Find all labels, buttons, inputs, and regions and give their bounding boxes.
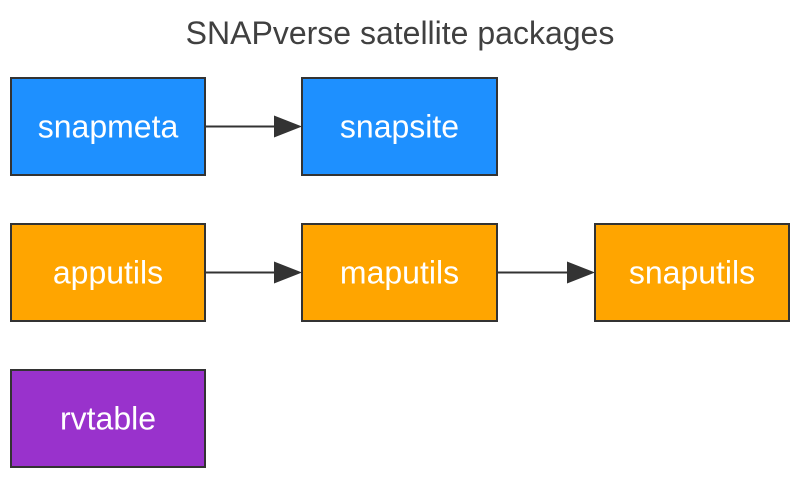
node-snapmeta: snapmeta <box>10 77 206 176</box>
node-label-snapmeta: snapmeta <box>38 109 179 145</box>
node-rvtable: rvtable <box>10 369 206 468</box>
node-snapsite: snapsite <box>301 77 498 176</box>
node-label-rvtable: rvtable <box>60 401 156 437</box>
node-label-snapsite: snapsite <box>340 109 459 145</box>
node-label-maputils: maputils <box>340 255 459 291</box>
node-apputils: apputils <box>10 223 206 322</box>
node-box-rvtable <box>10 369 206 468</box>
node-box-maputils <box>301 223 498 322</box>
node-box-snapsite <box>301 77 498 176</box>
node-box-snaputils <box>594 223 790 322</box>
edges-layer <box>205 115 595 284</box>
node-box-snapmeta <box>10 77 206 176</box>
nodes-layer: snapmeta snapsite apputils maputils snaputil… <box>10 77 790 468</box>
arrowhead-icon <box>567 261 595 284</box>
diagram-title: SNAPverse satellite packages <box>186 15 615 51</box>
node-maputils: maputils <box>301 223 498 322</box>
arrowhead-icon <box>274 115 302 138</box>
node-box-apputils <box>10 223 206 322</box>
node-label-apputils: apputils <box>53 255 163 291</box>
arrowhead-icon <box>274 261 302 284</box>
node-label-snaputils: snaputils <box>629 255 755 291</box>
node-snaputils: snaputils <box>594 223 790 322</box>
